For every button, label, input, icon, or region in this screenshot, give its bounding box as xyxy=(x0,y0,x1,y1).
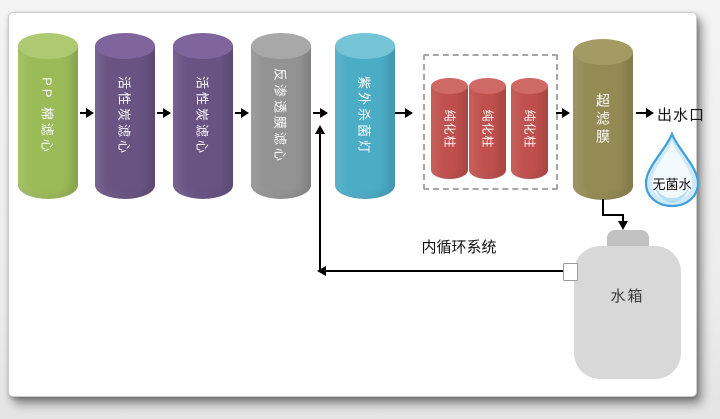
cylinder-top xyxy=(251,33,311,59)
purification-group-box xyxy=(423,54,558,190)
flow-arrow-icon xyxy=(636,108,654,118)
stage-cylinder-carbon-1: 活性炭滤心 xyxy=(95,33,155,199)
stage-label: 活性炭滤心 xyxy=(116,75,132,157)
circulation-label: 内循环系统 xyxy=(421,239,497,256)
cylinder-top xyxy=(431,78,468,94)
cylinder-body xyxy=(469,86,506,179)
purification-column-1: 纯化柱 xyxy=(431,78,468,179)
water-tank xyxy=(574,246,681,379)
connector-line xyxy=(622,214,624,223)
flow-arrow-icon xyxy=(395,108,413,118)
stage-cylinder-uv-lamp: 紫外杀菌灯 xyxy=(335,33,395,199)
cylinder-body xyxy=(573,52,633,200)
cylinder-body xyxy=(251,46,311,199)
diagram-page: PP 棉滤心 活性炭滤心 活性炭滤心 反渗透膜滤心 紫外杀菌灯 纯化柱 纯化柱 … xyxy=(8,12,704,397)
cylinder-body xyxy=(18,46,78,199)
arrow-up-icon xyxy=(314,125,325,134)
circulation-line xyxy=(319,134,321,272)
flow-arrow-icon xyxy=(556,108,570,118)
tank-cap xyxy=(607,230,649,247)
cylinder-top xyxy=(573,39,633,65)
cylinder-top xyxy=(18,33,78,59)
cylinder-body xyxy=(335,46,395,199)
cylinder-top xyxy=(95,33,155,59)
stage-label: PP 棉滤心 xyxy=(39,77,55,155)
cylinder-body xyxy=(511,86,548,179)
tank-label: 水箱 xyxy=(610,288,645,305)
stage-label: 活性炭滤心 xyxy=(194,75,210,157)
arrow-left-icon xyxy=(317,266,326,276)
connector-line xyxy=(602,214,624,216)
stage-label: 反渗透膜滤心 xyxy=(272,67,288,165)
stage-cylinder-ro-membrane: 反渗透膜滤心 xyxy=(251,33,311,199)
column-label: 纯化柱 xyxy=(522,108,536,149)
stage-cylinder-ultrafiltration: 超滤膜 xyxy=(573,39,633,200)
stage-label: 超滤膜 xyxy=(595,92,611,147)
circulation-line xyxy=(326,270,563,272)
stage-cylinder-carbon-2: 活性炭滤心 xyxy=(173,33,233,199)
stage-cylinder-pp-cotton: PP 棉滤心 xyxy=(18,33,78,199)
cylinder-top xyxy=(335,33,395,59)
stage-label: 紫外杀菌灯 xyxy=(356,75,372,157)
arrow-down-icon xyxy=(618,221,628,230)
cylinder-top xyxy=(511,78,548,94)
flow-arrow-icon xyxy=(235,108,249,118)
cylinder-top xyxy=(173,33,233,59)
tank-outlet-port xyxy=(563,263,578,281)
water-drop-icon xyxy=(641,130,703,208)
outlet-label: 出水口 xyxy=(657,107,706,124)
purification-column-2: 纯化柱 xyxy=(469,78,506,179)
flow-arrow-icon xyxy=(313,108,328,118)
cylinder-top xyxy=(469,78,506,94)
cylinder-body xyxy=(431,86,468,179)
flow-arrow-icon xyxy=(157,108,171,118)
sterile-water-label: 无菌水 xyxy=(652,177,692,192)
cylinder-body xyxy=(95,46,155,199)
cylinder-body xyxy=(173,46,233,199)
purification-column-3: 纯化柱 xyxy=(511,78,548,179)
column-label: 纯化柱 xyxy=(480,108,494,149)
connector-line xyxy=(602,199,604,216)
column-label: 纯化柱 xyxy=(442,108,456,149)
flow-arrow-icon xyxy=(80,108,94,118)
